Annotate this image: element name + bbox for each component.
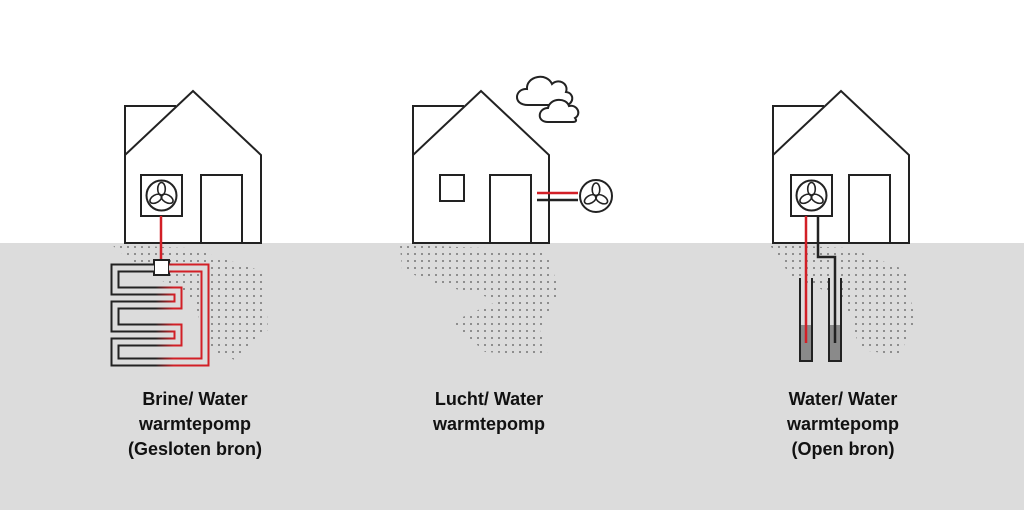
caption-water-water: Water/ Water warmtepomp (Open bron) [723, 387, 963, 462]
manifold [153, 259, 170, 276]
water-water-system [770, 89, 915, 362]
outdoor-pipes [537, 191, 578, 202]
ground-dots [400, 245, 560, 355]
caption-line: Water/ Water [788, 389, 898, 409]
house [772, 89, 910, 244]
fan-icon [145, 179, 178, 212]
caption-line: Brine/ Water [142, 389, 248, 409]
ground-dots [112, 245, 268, 360]
caption-brine-water: Brine/ Water warmtepomp (Gesloten bron) [75, 387, 315, 462]
caption-line: Lucht/ Water [434, 389, 544, 409]
brine-water-system [110, 89, 268, 367]
caption-line: warmtepomp [432, 414, 546, 434]
ground-loop [110, 263, 210, 367]
caption-air-water: Lucht/ Water warmtepomp [369, 387, 609, 437]
return-pipe [816, 216, 837, 343]
caption-line: (Gesloten bron) [128, 439, 262, 459]
house [124, 89, 262, 244]
air-water-system [400, 75, 613, 355]
well-left [799, 216, 813, 362]
caption-line: warmtepomp [786, 414, 900, 434]
heat-pump-unit [790, 174, 833, 217]
caption-line: (Open bron) [791, 439, 895, 459]
ground-dots [770, 245, 915, 355]
well-right [816, 216, 842, 362]
fan-icon [795, 179, 828, 212]
cloud-icon [516, 75, 580, 123]
house [412, 89, 550, 244]
heat-pump-unit [140, 174, 183, 217]
fan-icon [579, 179, 613, 213]
caption-line: warmtepomp [138, 414, 252, 434]
